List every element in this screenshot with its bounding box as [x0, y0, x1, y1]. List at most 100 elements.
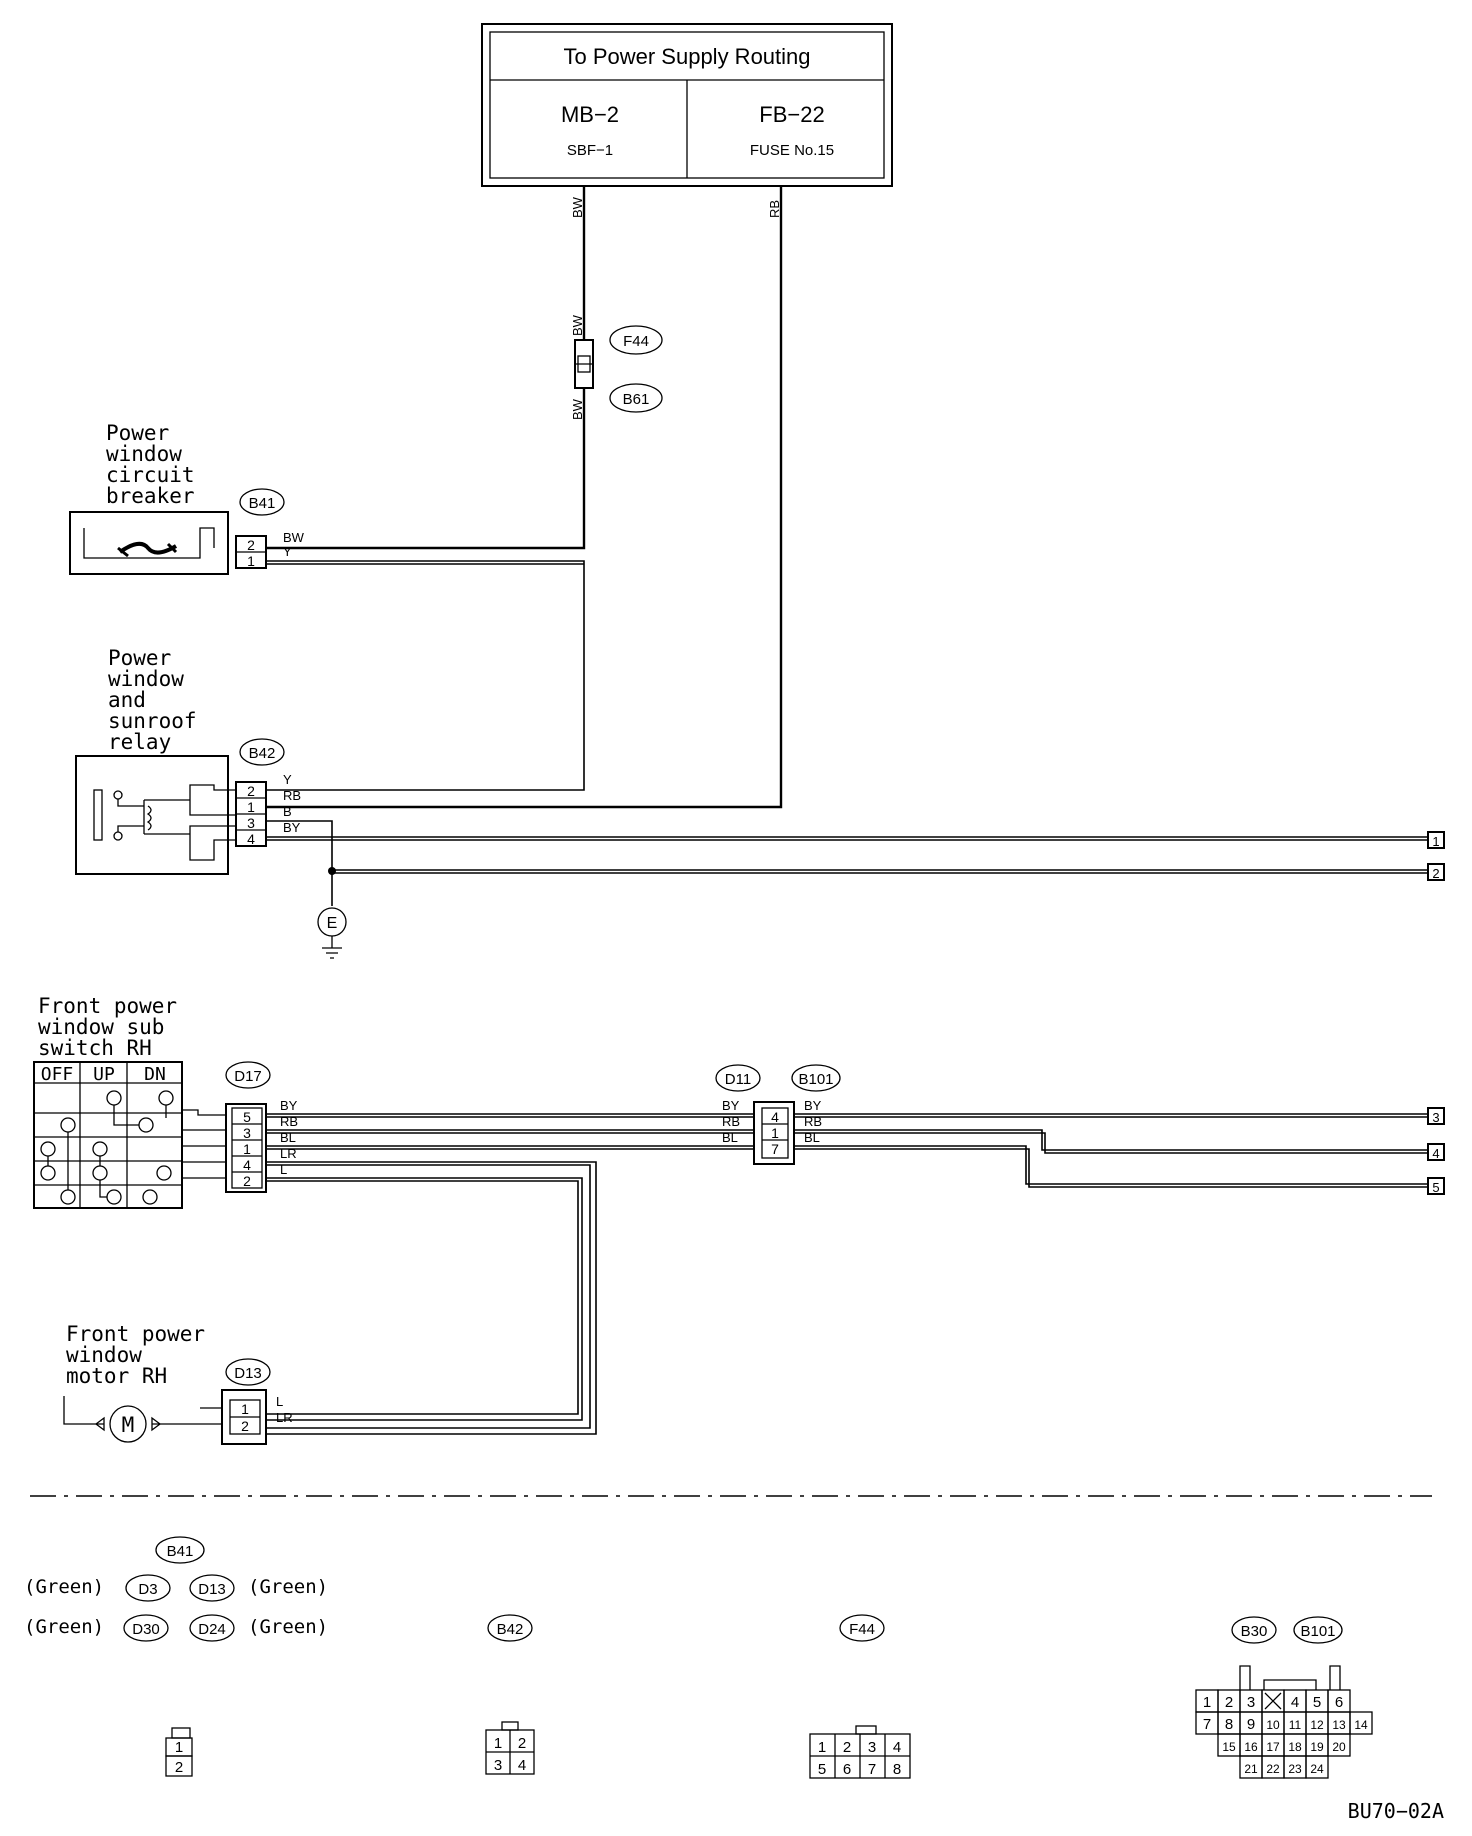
relay-label-4: sunroof	[108, 709, 197, 733]
d17-wire-bl: BL	[280, 1130, 296, 1145]
b101-wire-bl: BL	[804, 1130, 820, 1145]
face-f44-8: 8	[893, 1761, 901, 1778]
relay-label-3: and	[108, 688, 146, 712]
supply-sbf1: SBF−1	[567, 142, 613, 159]
switch-header-dn: DN	[144, 1064, 166, 1085]
face-24pin-label: 4	[1291, 1694, 1299, 1711]
d17-pin-1: 1	[243, 1141, 251, 1157]
face-24pin-label: 18	[1288, 1740, 1302, 1754]
relay-label-5: relay	[108, 730, 171, 754]
face-b42-1: 1	[494, 1735, 502, 1752]
b101-wire-by: BY	[804, 1098, 822, 1113]
terminal-4: 4	[1432, 1146, 1439, 1161]
motor-label-1: Front power	[66, 1322, 205, 1346]
legend-d30: D30	[132, 1621, 160, 1638]
face-f44-7: 7	[868, 1761, 876, 1778]
legend-green-4: (Green)	[248, 1616, 328, 1638]
connector-label-d17: D17	[234, 1068, 262, 1085]
connector-f44-b61: F44 B61	[574, 325, 663, 413]
face-24pin-label: 10	[1266, 1718, 1280, 1732]
face-24pin-label: 13	[1332, 1718, 1346, 1732]
wire-label-bw-1: BW	[570, 196, 585, 218]
face-f44-2: 2	[843, 1739, 851, 1756]
legend-d13: D13	[198, 1581, 226, 1598]
legend-green-2: (Green)	[248, 1576, 328, 1598]
face-24pin-label: 23	[1288, 1762, 1302, 1776]
d13-wire-lr: LR	[276, 1410, 293, 1425]
breaker-label-3: circuit	[106, 463, 195, 487]
face-24pin-blank	[1264, 1692, 1282, 1710]
subswitch-label-3: switch RH	[38, 1036, 152, 1060]
legend-b42: B42	[497, 1621, 524, 1638]
wire-label-y-2: Y	[283, 772, 292, 787]
d11-wire-rb: RB	[722, 1114, 740, 1129]
d17-wire-l: L	[280, 1162, 287, 1177]
terminals-top: 1 2	[1427, 831, 1445, 881]
face-f44-3: 3	[868, 1739, 876, 1756]
b101-wire-rb: RB	[804, 1114, 822, 1129]
face-b42-2: 2	[518, 1735, 526, 1752]
face-24pin-label: 3	[1247, 1694, 1255, 1711]
legend-b41: B41	[167, 1543, 194, 1560]
b101-pin-1: 1	[771, 1125, 779, 1141]
face-24pin-label: 21	[1244, 1762, 1258, 1776]
terminal-3: 3	[1432, 1110, 1439, 1125]
legend-f44: F44	[849, 1621, 875, 1638]
terminal-1: 1	[1432, 834, 1439, 849]
wire-label-bw-2: BW	[570, 314, 585, 336]
wires-middle	[266, 1113, 1428, 1435]
face-b42-3: 3	[494, 1757, 502, 1774]
connector-label-b61: B61	[623, 391, 650, 408]
terminal-5: 5	[1432, 1180, 1439, 1195]
face-24pin-label: 7	[1203, 1716, 1211, 1733]
d17-pin-4: 4	[243, 1157, 251, 1173]
subswitch-label-1: Front power	[38, 994, 177, 1018]
d11-wire-bl: BL	[722, 1130, 738, 1145]
face-24pin-label: 5	[1313, 1694, 1321, 1711]
supply-fb22: FB−22	[759, 102, 824, 127]
face-24pin-label: 8	[1225, 1716, 1233, 1733]
face-24pin-label: 17	[1266, 1740, 1280, 1754]
supply-mb2: MB−2	[561, 102, 619, 127]
face-24pin-label: 2	[1225, 1694, 1233, 1711]
d17-pin-2: 2	[243, 1173, 251, 1189]
motor-label-2: window	[66, 1343, 142, 1367]
wires-top	[266, 186, 1428, 906]
breaker-label-4: breaker	[106, 484, 195, 508]
terminals-middle: 3 4 5	[1427, 1107, 1445, 1195]
front-window-motor: Front power window motor RH M D13 1 2	[63, 1322, 271, 1445]
wire-label-y-1: Y	[283, 544, 292, 559]
wire-labels-top: BW RB BW BW BW Y Y RB B BY	[283, 196, 782, 835]
wire-label-rb-1: RB	[767, 200, 782, 218]
face-b42-4: 4	[518, 1757, 526, 1774]
b42-pin-1: 1	[247, 799, 255, 815]
wire-labels-middle: BY RB BL LR L BY RB BL BY RB BL L LR	[276, 1098, 822, 1425]
connector-legend: B41 (Green) D3 D13 (Green) (Green) D30 D…	[24, 1536, 1373, 1779]
d13-wire-l: L	[276, 1394, 283, 1409]
wire-label-b-1: B	[283, 804, 292, 819]
relay-label-2: window	[108, 667, 184, 691]
face-24pin-label: 20	[1332, 1740, 1346, 1754]
face-24pin-label: 12	[1310, 1718, 1324, 1732]
figure-code: BU70−02A	[1348, 1799, 1444, 1823]
relay-label-1: Power	[108, 646, 171, 670]
legend-green-3: (Green)	[24, 1616, 104, 1638]
d17-pin-5: 5	[243, 1109, 251, 1125]
d17-wire-lr: LR	[280, 1146, 297, 1161]
face-24pin-label: 16	[1244, 1740, 1258, 1754]
d17-wire-by: BY	[280, 1098, 298, 1113]
face-2pin-1: 1	[175, 1739, 183, 1756]
face-f44-1: 1	[818, 1739, 826, 1756]
d17-wire-rb: RB	[280, 1114, 298, 1129]
b42-pin-2: 2	[247, 783, 255, 799]
connector-label-d11: D11	[725, 1071, 751, 1088]
face-f44-6: 6	[843, 1761, 851, 1778]
face-2pin-2: 2	[175, 1759, 183, 1776]
b101-pin-7: 7	[771, 1141, 779, 1157]
face-24pin-cell	[1327, 1733, 1351, 1757]
terminal-2: 2	[1432, 866, 1439, 881]
b42-pin-4: 4	[247, 831, 255, 847]
supply-title: To Power Supply Routing	[563, 44, 810, 69]
wire-label-bw-4: BW	[283, 530, 305, 545]
